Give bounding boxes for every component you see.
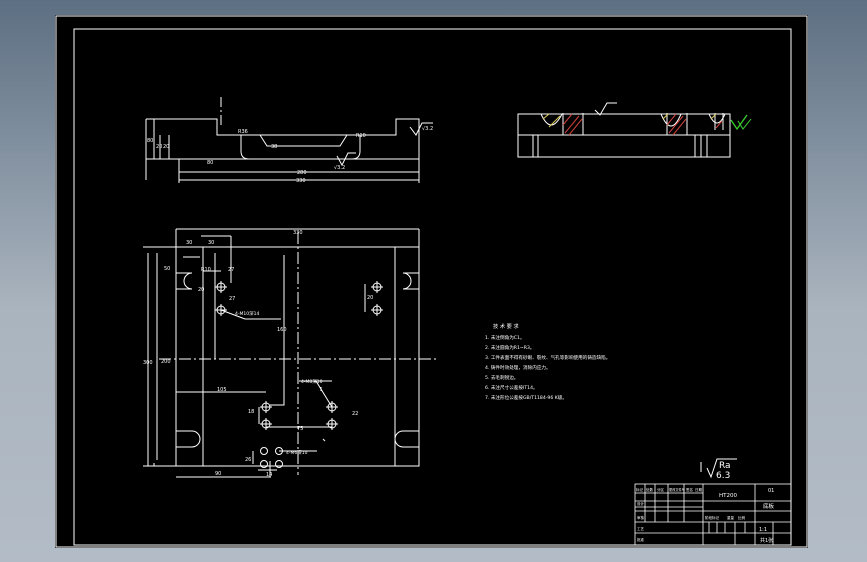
- dim-label: 4-M8深10: [301, 378, 323, 385]
- note-line: 5. 去毛刺锐边。: [485, 374, 518, 381]
- title-cell: 签名: [686, 487, 693, 492]
- technical-notes: 技 术 要 求 1. 未注倒角为C1。 2. 未注圆角为R1~R3。 3. 工件…: [485, 322, 610, 401]
- dim-label: 20: [156, 144, 162, 150]
- note-line: 7. 未注形位公差按GB/T1184-96 K级。: [485, 394, 567, 401]
- drawing-sheet: 80 20 20 R36 38 80 R10 280 330 √3.2 √3.2: [55, 15, 808, 548]
- notes-heading: 技 术 要 求: [493, 322, 520, 330]
- dim-label: 160: [277, 327, 287, 333]
- dim-label: 105: [217, 387, 227, 393]
- dim-label: 20: [163, 144, 169, 150]
- inner-border: [73, 28, 792, 546]
- dim-label: 80: [207, 160, 213, 166]
- title-cell: 更改文件号: [669, 487, 685, 492]
- note-line: 4. 铸件时效处理，消除内应力。: [485, 364, 551, 371]
- dim-label: 22: [352, 411, 358, 417]
- dim-label: 75: [297, 426, 303, 432]
- hatching-yellow: [542, 113, 717, 128]
- title-cell: 处数: [646, 487, 654, 492]
- title-cell: 标记: [636, 487, 644, 492]
- note-line: 3. 工件表面不得有砂眼、裂纹、气孔等影响使用的铸造缺陷。: [485, 354, 610, 361]
- cad-drawing: 80 20 20 R36 38 80 R10 280 330 √3.2 √3.2: [55, 15, 808, 548]
- dim-label: R36: [238, 129, 248, 135]
- dim-label: 280: [297, 170, 307, 176]
- scale-label: 1:1: [759, 527, 767, 533]
- hatching: [562, 113, 723, 136]
- dim-label: 30: [208, 240, 214, 246]
- dim-label: R10: [356, 133, 366, 139]
- roughness-ra: Ra: [719, 461, 731, 471]
- dim-label: 26: [245, 457, 251, 463]
- dim-label: 27: [229, 296, 235, 302]
- note-line: 2. 未注圆角为R1~R3。: [485, 344, 535, 351]
- title-cell: 工艺: [637, 526, 645, 531]
- title-cell: 分区: [657, 487, 665, 492]
- plan-view: [143, 228, 438, 478]
- title-cell: 日期: [695, 487, 703, 492]
- title-cell: 审核: [637, 515, 645, 520]
- title-cell: 比例: [738, 515, 746, 520]
- dim-label: 90: [215, 471, 221, 477]
- dim-label: 38: [271, 144, 277, 150]
- dim-label: 27: [228, 267, 234, 273]
- dim-label: 50: [164, 266, 170, 272]
- title-cell: 阶段标记: [705, 515, 719, 520]
- dim-label: 80: [147, 138, 153, 144]
- dim-label: 14: [266, 472, 272, 478]
- check-mark-icon: [730, 114, 748, 131]
- material-label: HT200: [719, 493, 737, 499]
- note-line: 1. 未注倒角为C1。: [485, 334, 525, 341]
- dim-label: 330: [293, 230, 303, 236]
- outer-border: [55, 15, 808, 548]
- title-cell: 重量: [727, 515, 735, 520]
- dim-label: 4-M6深10: [286, 449, 308, 456]
- title-cell: 设计: [637, 501, 645, 506]
- dim-label: R10: [201, 267, 211, 273]
- note-line: 6. 未注尺寸公差按IT14。: [485, 384, 538, 391]
- check-mark-icon: [737, 118, 752, 130]
- drawing-number: 01: [768, 488, 774, 494]
- part-name: 底板: [763, 502, 775, 510]
- dim-label: 300: [143, 360, 153, 366]
- side-section-view: [517, 102, 731, 158]
- dim-label: 20: [198, 287, 204, 293]
- front-section-view: [145, 97, 433, 183]
- sheet-label: 共1张: [760, 537, 773, 544]
- dim-label: 18: [248, 409, 254, 415]
- dim-label: 200: [161, 359, 171, 365]
- dim-label: 30: [186, 240, 192, 246]
- dim-label: 4-M10深14: [235, 310, 259, 317]
- roughness-symbol: [700, 458, 737, 479]
- dim-label: 20: [367, 295, 373, 301]
- roughness-value: 6.3: [716, 471, 730, 481]
- dim-label: 330: [296, 178, 306, 184]
- roughness-label: √3.2: [334, 165, 345, 171]
- title-cell: 批准: [637, 537, 645, 542]
- title-block: [634, 483, 792, 546]
- roughness-label: √3.2: [422, 126, 433, 132]
